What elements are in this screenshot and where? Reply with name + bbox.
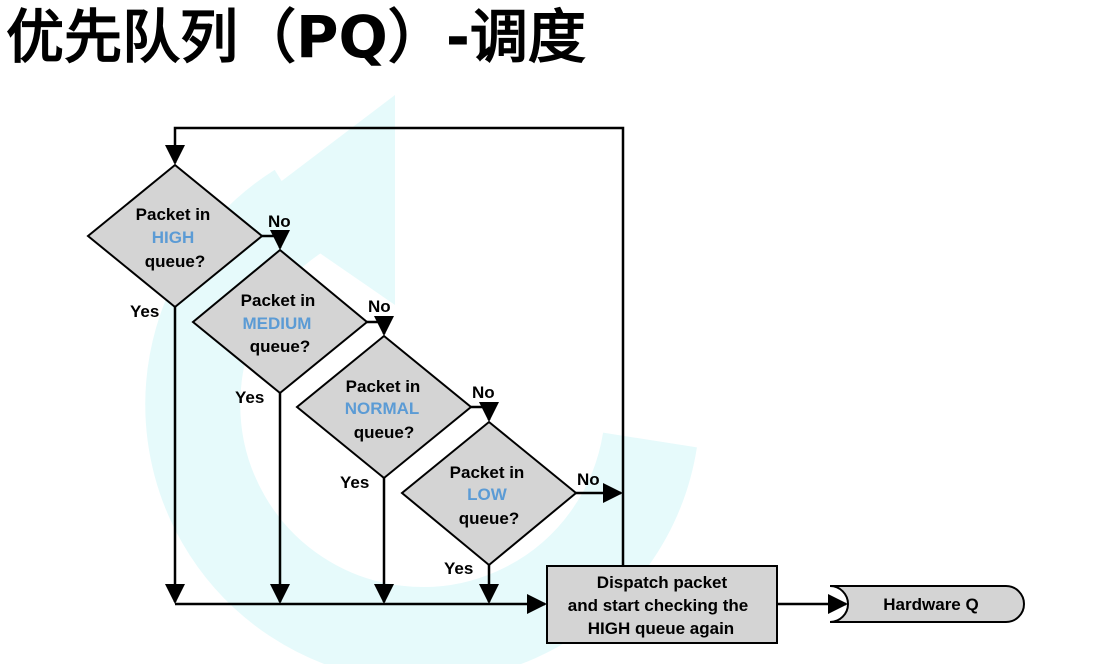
decision-medium-line3: queue?	[250, 337, 310, 356]
yes-label-normal: Yes	[340, 473, 369, 492]
yes-label-medium: Yes	[235, 388, 264, 407]
decision-normal-line1: Packet in	[346, 377, 421, 396]
yes-label-high: Yes	[130, 302, 159, 321]
dispatch-line3: HIGH queue again	[588, 619, 734, 638]
decision-low-queue-name: LOW	[467, 485, 508, 504]
decision-normal-line3: queue?	[354, 423, 414, 442]
dispatch-line2: and start checking the	[568, 596, 748, 615]
no-label-normal: No	[472, 383, 495, 402]
no-label-low: No	[577, 470, 600, 489]
no-branch-high	[262, 230, 290, 250]
decision-high-queue-name: HIGH	[152, 228, 195, 247]
dispatch-line1: Dispatch packet	[597, 573, 728, 592]
decision-high-line3: queue?	[145, 252, 205, 271]
yes-label-low: Yes	[444, 559, 473, 578]
hardware-queue-label: Hardware Q	[883, 595, 978, 614]
loop-back-line	[165, 126, 625, 565]
no-label-high: No	[268, 212, 291, 231]
decision-low-line3: queue?	[459, 509, 519, 528]
decision-medium-queue-name: MEDIUM	[243, 314, 312, 333]
hardware-queue-shape	[829, 585, 1025, 623]
no-branch-normal	[471, 402, 499, 422]
no-label-medium: No	[368, 297, 391, 316]
dispatch-box	[546, 565, 778, 644]
decision-low-line1: Packet in	[450, 463, 525, 482]
decision-normal-queue-name: NORMAL	[345, 399, 420, 418]
decision-medium-line1: Packet in	[241, 291, 316, 310]
decision-high-line1: Packet in	[136, 205, 211, 224]
page-title: 优先队列（PQ）-调度	[6, 3, 586, 71]
no-branch-medium	[367, 316, 394, 336]
